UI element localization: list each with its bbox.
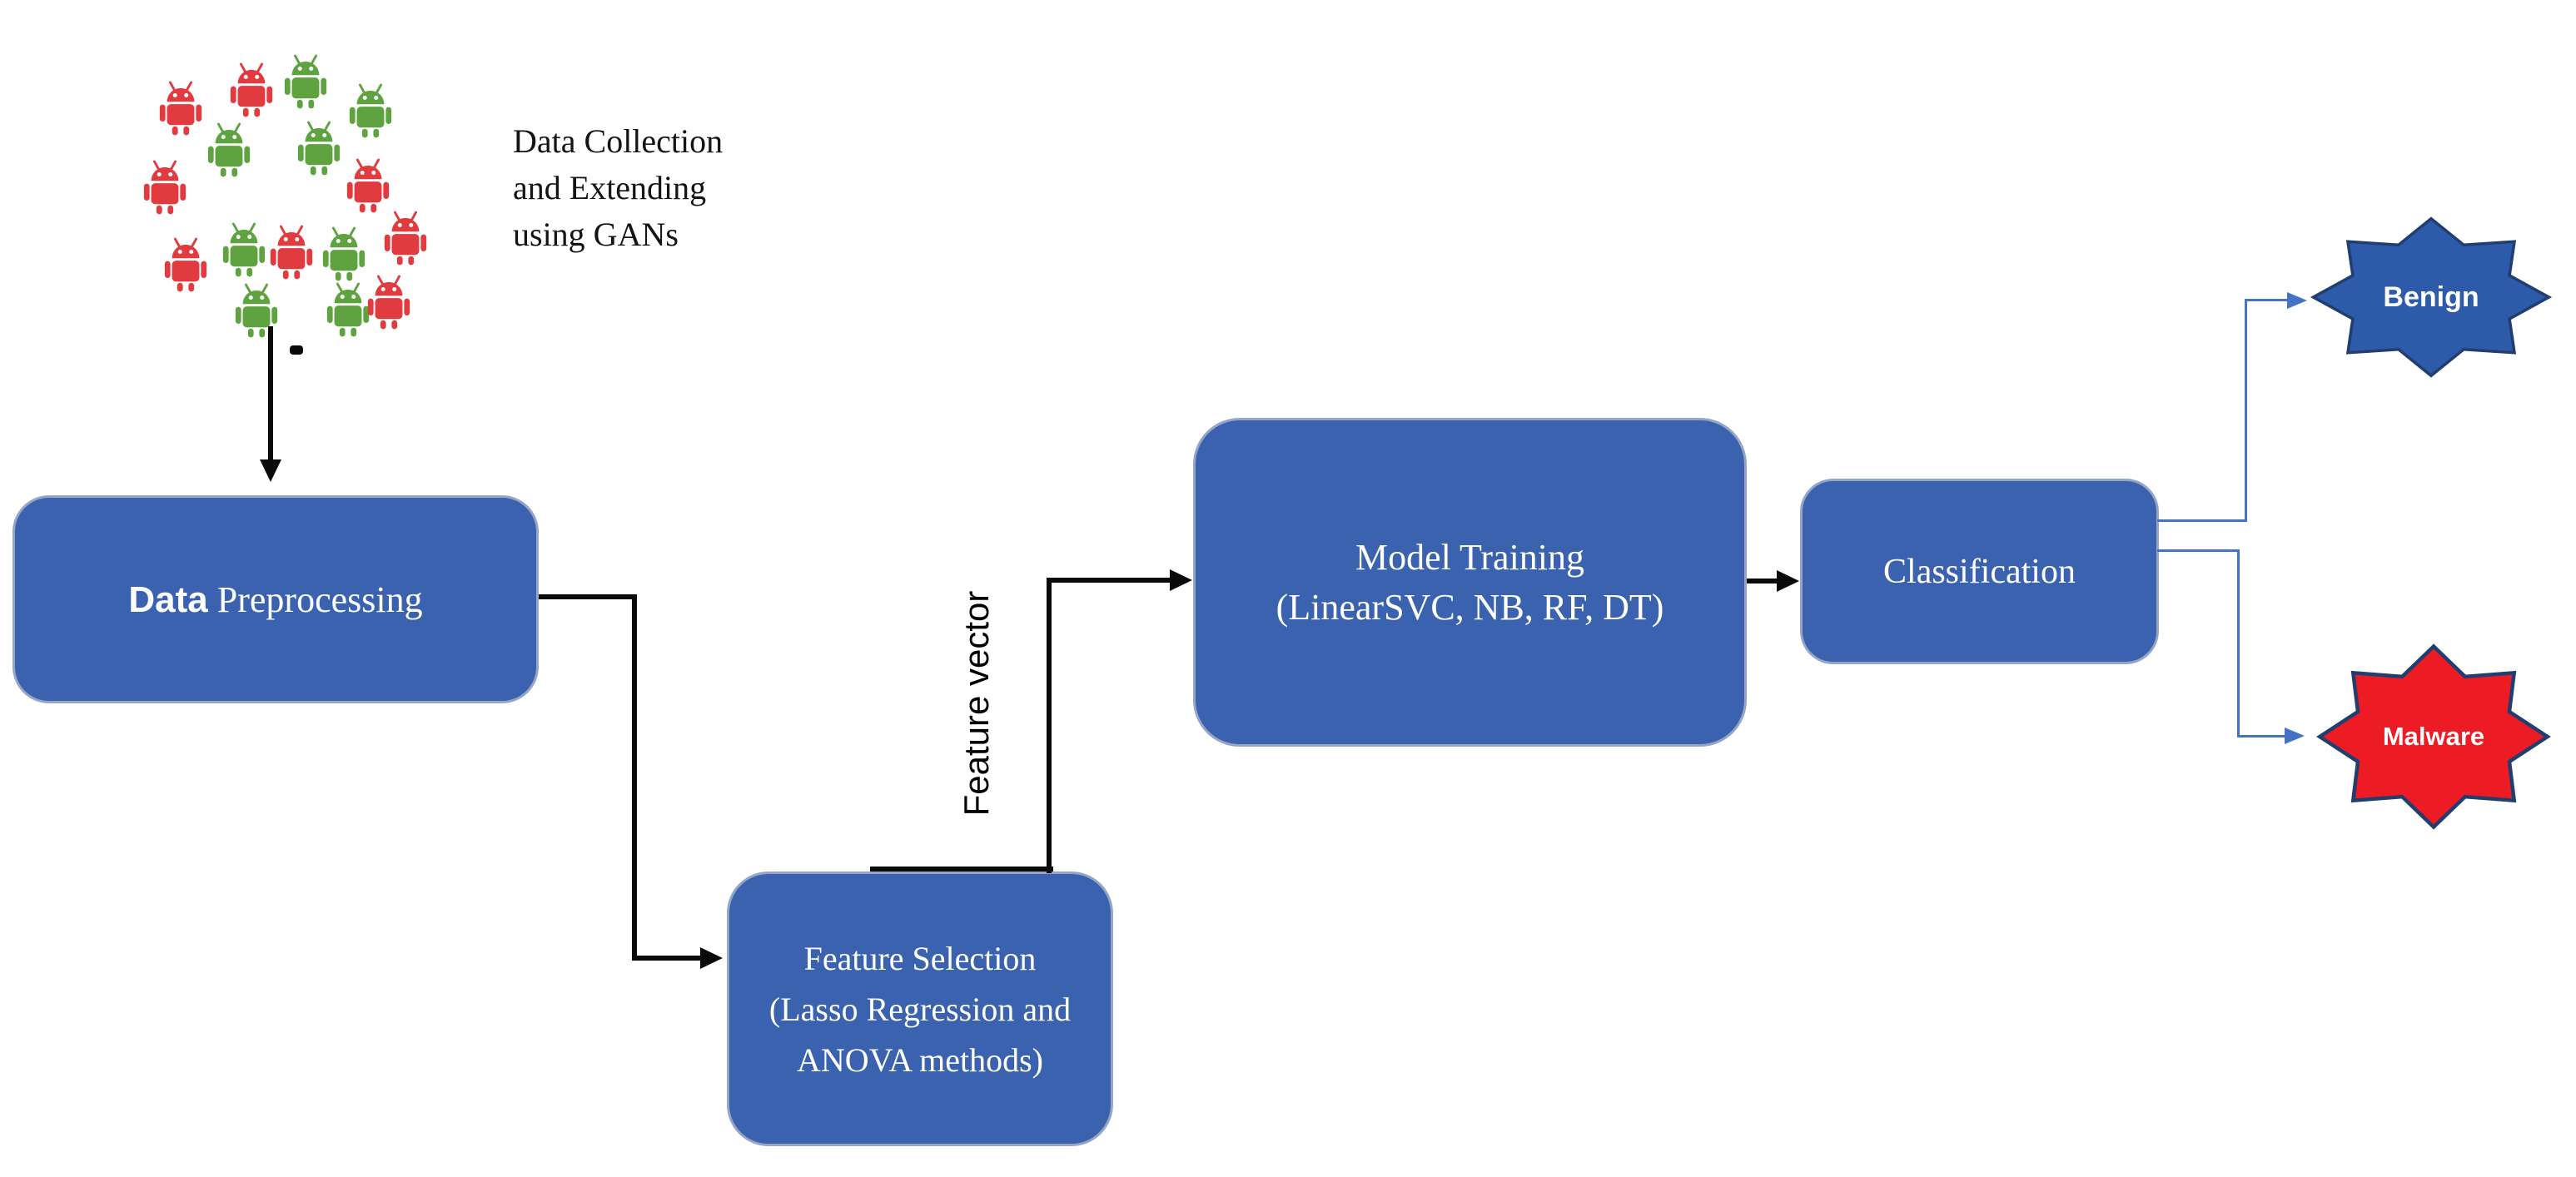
android-robot-icon [281, 53, 330, 110]
malware-star-polygon [2320, 647, 2548, 827]
feature-vector-label: Feature vector [957, 590, 996, 817]
arrow-preprocessing-to-selection-head [700, 947, 723, 969]
node-data-preprocessing: Data Preprocessing [12, 495, 539, 703]
android-robot-icon [232, 282, 281, 339]
arrow-preprocessing-to-selection-h2 [632, 956, 702, 961]
arrow-preprocessing-to-selection-v [632, 594, 637, 961]
small-dot [290, 345, 303, 355]
benign-star-shape [2306, 214, 2556, 380]
benign-star-polygon [2313, 219, 2549, 376]
feature-selection-line3: ANOVA methods) [797, 1040, 1043, 1079]
data-preprocessing-word2: Preprocessing [216, 579, 423, 620]
classification-label: Classification [1883, 552, 2076, 591]
android-robot-icon [381, 210, 430, 266]
benign-label-text: Benign [2383, 281, 2479, 313]
malware-label-text: Malware [2382, 722, 2485, 751]
data-collection-line2: and Extending [513, 169, 707, 206]
connector-malware-h1 [2157, 549, 2240, 552]
data-collection-line1: Data Collection [513, 122, 724, 160]
android-robot-icon [162, 236, 210, 293]
android-robot-icon [320, 226, 368, 282]
connector-malware-v [2237, 549, 2240, 737]
node-feature-selection: Feature Selection (Lasso Regression and … [727, 872, 1113, 1146]
connector-benign-h2 [2245, 299, 2288, 301]
malware-label: Malware [2313, 641, 2554, 832]
android-robot-icon [267, 224, 316, 281]
arrow-feature-vector-h [1047, 578, 1171, 583]
benign-label: Benign [2306, 214, 2556, 380]
node-data-preprocessing-label: Data Preprocessing [128, 579, 422, 621]
connector-malware-head [2285, 728, 2305, 744]
android-robot-icon [205, 122, 253, 178]
arrow-feature-vector-top-edge [870, 867, 1053, 872]
node-model-training: Model Training (LinearSVC, NB, RF, DT) [1193, 418, 1747, 747]
arrow-feature-vector-v [1047, 580, 1052, 873]
model-training-line1: Model Training [1355, 536, 1585, 578]
node-classification: Classification [1800, 479, 2159, 664]
malware-star-shape [2313, 641, 2554, 832]
arrow-feature-vector-head [1170, 569, 1192, 591]
connector-benign-v [2245, 300, 2247, 522]
arrow-training-to-classification-head [1777, 570, 1799, 592]
android-robot-icon [227, 62, 276, 118]
connector-malware-h2 [2237, 735, 2285, 737]
android-robot-icon [220, 221, 268, 278]
android-robot-icon [344, 157, 392, 214]
android-robot-icon [346, 82, 395, 139]
android-robot-icon [365, 274, 413, 330]
arrow-preprocessing-to-selection-h1 [539, 594, 637, 599]
connector-benign-h1 [2157, 519, 2247, 522]
data-preprocessing-word1: Data [128, 579, 208, 620]
data-collection-label: Data Collection and Extending using GANs [513, 118, 962, 258]
android-robot-icon [157, 80, 205, 137]
connector-benign-head [2287, 292, 2307, 309]
data-collection-line3: using GANs [513, 216, 679, 253]
arrow-cluster-to-preprocessing-line [268, 326, 273, 461]
feature-selection-line1: Feature Selection [803, 939, 1037, 977]
arrow-training-to-classification-line [1747, 579, 1778, 584]
model-training-line2: (LinearSVC, NB, RF, DT) [1276, 586, 1664, 628]
feature-selection-line2: (Lasso Regression and [768, 990, 1072, 1028]
android-robot-icon [141, 159, 189, 216]
arrow-cluster-to-preprocessing-head [260, 459, 281, 482]
android-robot-icon [295, 120, 343, 176]
